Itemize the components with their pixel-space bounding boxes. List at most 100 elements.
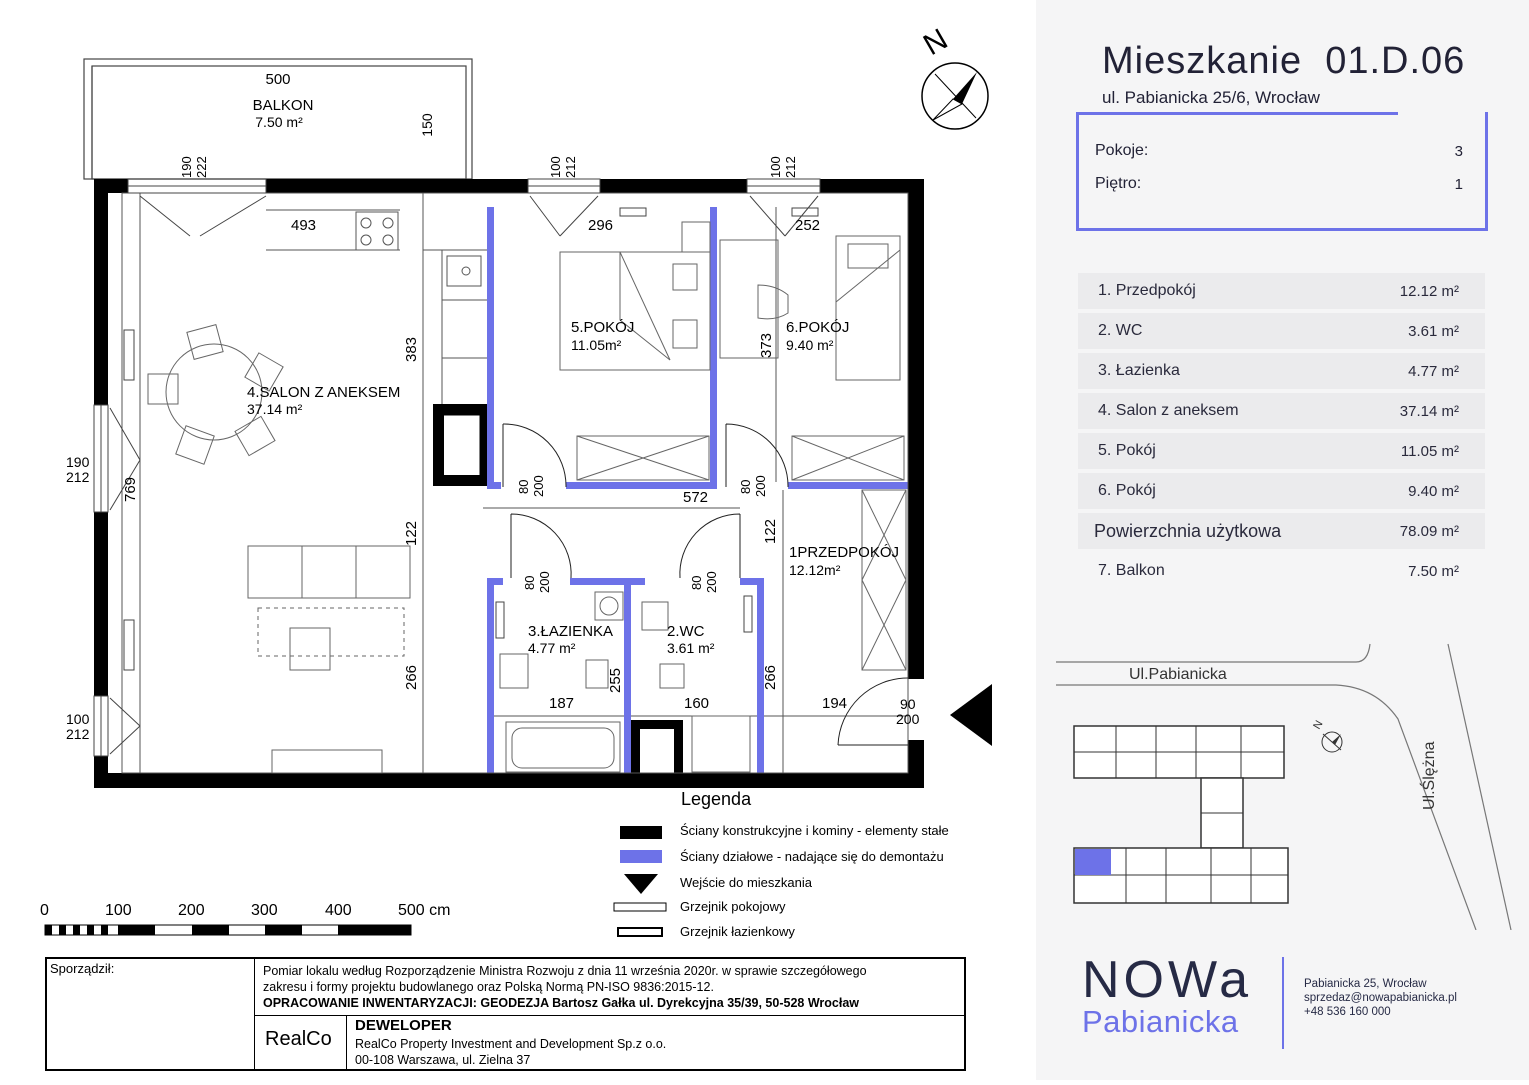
room-label-lazienka: 3.ŁAZIENKA [528,623,613,640]
dim: 187 [549,695,574,712]
entrance-arrow-icon [950,684,992,746]
svg-text:100: 100 [548,156,563,178]
dim: 122 [762,519,779,544]
legend-item: Grzejnik łazienkowy [680,924,795,939]
svg-text:200: 200 [537,571,552,593]
scale-tick: 400 [325,902,352,919]
opening-labels: 190 222 100 212 100 212 190 212 100 212 … [66,156,920,742]
rooms-value: 3 [1454,143,1463,160]
brand-separator [1282,957,1284,1049]
room-labels: 4.SALON Z ANEKSEM 37.14 m² 5.POKÓJ 11.05… [247,319,899,656]
apartment-location-highlight [1075,849,1111,875]
svg-text:222: 222 [194,156,209,178]
svg-text:200: 200 [896,711,920,727]
svg-text:90: 90 [900,696,916,712]
dim: 769 [122,477,139,502]
room-area-lazienka: 4.77 m² [528,640,576,656]
realco-logo: RealCo [265,1028,332,1050]
room-area-salon: 37.14 m² [247,401,303,417]
partition-walls [487,207,908,773]
scale-bar: 0 100 200 300 400 500 cm [40,902,450,936]
legend-radiator-icon [613,902,667,912]
svg-text:212: 212 [66,469,90,485]
room-area-pokoj-5: 11.05m² [571,337,622,353]
svg-text:200: 200 [531,475,546,497]
legend-partition-swatch [620,850,662,863]
svg-text:80: 80 [522,576,537,590]
developer-address: 00-108 Warszawa, ul. Zielna 37 [355,1053,531,1067]
dimension-labels: 493 296 252 383 373 572 122 122 266 266 … [122,217,847,712]
room-label-pokoj-6: 6.POKÓJ [786,319,849,336]
legend-bath-radiator-icon [617,927,663,937]
svg-text:190: 190 [66,454,90,470]
dim: 252 [795,217,820,234]
legend-item: Wejście do mieszkania [680,875,813,890]
dim: 296 [588,217,613,234]
legend: Ściany konstrukcyjne i kominy - elementy… [613,823,949,939]
legend-title: Legenda [681,789,752,809]
bed-room-6 [719,235,905,481]
dim: 194 [822,695,847,712]
legend-item: Ściany działowe - nadające się do demont… [680,849,944,864]
dim: 572 [683,489,708,506]
room-area-przedpokoj: 12.12m² [789,562,841,578]
svg-text:100: 100 [66,711,90,727]
dim: 266 [762,665,779,690]
brand-logo-nowa: NOWa [1082,951,1253,1009]
stamp-line-1: Pomiar lokalu według Rozporządzenie Mini… [263,964,867,978]
room-label-pokoj-5: 5.POKÓJ [571,319,634,336]
svg-text:200: 200 [753,475,768,497]
dim: 383 [403,337,420,362]
brand-logo-pabianicka: Pabianicka [1082,1004,1239,1039]
prepared-label: Sporządził: [50,961,115,976]
living-room-furniture [147,323,411,774]
info-panel: Mieszkanie 01.D.06 ul. Pabianicka 25/6, … [1036,0,1529,1080]
svg-text:80: 80 [516,480,531,494]
floor-plan-area: 500 BALKON 7.50 m² 150 [40,22,992,1071]
legend-structural-swatch [620,826,662,839]
legend-item: Grzejnik pokojowy [680,899,786,914]
dim: 373 [758,333,775,358]
door-swings [502,423,909,746]
contact-phone: +48 536 160 000 [1304,1006,1391,1018]
room-area-wc: 3.61 m² [667,640,715,656]
balcony-area: 7.50 m² [255,114,303,130]
svg-text:80: 80 [738,480,753,494]
north-label: N [918,23,953,62]
contact-email: sprzedaz@nowapabianicka.pl [1304,992,1457,1004]
title-block: Sporządził: Pomiar lokalu według Rozporz… [45,957,966,1071]
balcony-depth-dim: 150 [419,113,435,137]
legend-entrance-icon [624,874,658,894]
stamp-line-3: OPRACOWANIE INWENTARYZACJI: GEODEZJA Bar… [263,996,860,1010]
site-plan: Ul.Pabianicka Ul.Ślężna N [1056,643,1512,930]
svg-text:200: 200 [704,571,719,593]
svg-text:212: 212 [563,156,578,178]
bathroom-fixtures [499,591,751,773]
dim: 266 [403,665,420,690]
chimney-shaft-2 [640,729,674,773]
scale-tick: 0 [40,902,49,919]
apartment-address: ul. Pabianicka 25/6, Wrocław [1102,88,1320,107]
contact-address: Pabianicka 25, Wrocław [1304,978,1427,990]
hall-wardrobe [861,489,907,671]
street-pabianicka: Ul.Pabianicka [1129,666,1227,683]
dim: 160 [684,695,709,712]
scale-tick: 500 cm [398,902,450,919]
title-block-left: Sporządził: [47,959,255,1069]
floor-plan-drawing: 500 BALKON 7.50 m² 150 [40,23,992,939]
room-label-wc: 2.WC [667,623,705,640]
room-label-salon: 4.SALON Z ANEKSEM [247,384,400,401]
room-area-pokoj-6: 9.40 m² [786,337,834,353]
bed-room-5 [559,221,711,481]
rooms-label: Pokoje: [1095,142,1149,159]
balcony-name: BALKON [253,97,314,114]
svg-text:212: 212 [66,726,90,742]
scale-tick: 300 [251,902,278,919]
apartment-title: Mieszkanie 01.D.06 [1102,40,1466,82]
